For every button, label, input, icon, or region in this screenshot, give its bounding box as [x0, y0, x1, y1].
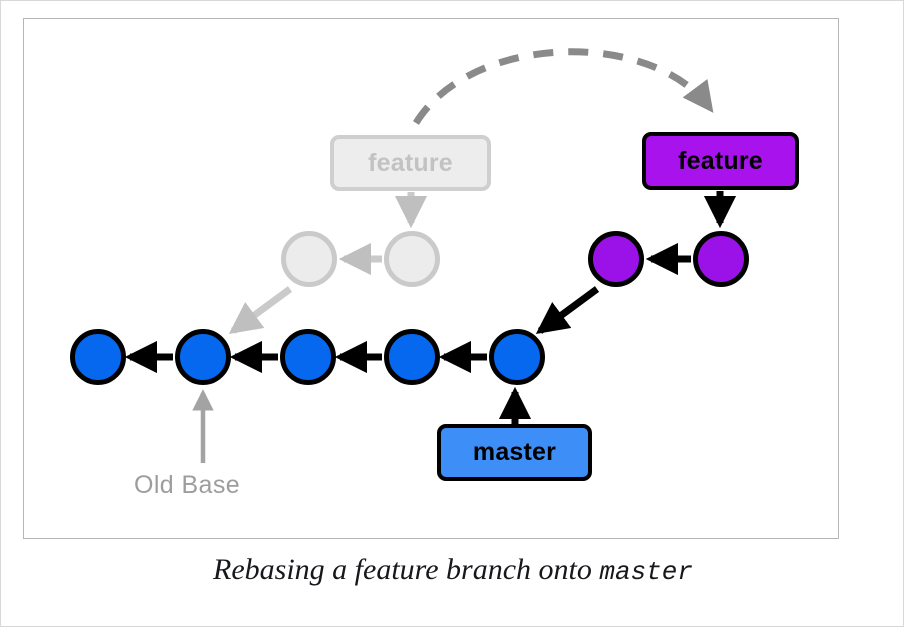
- old-base-annotation: Old Base: [134, 471, 241, 499]
- branch-label-master-text: master: [472, 438, 557, 466]
- branch-label-feature-old: feature: [330, 135, 491, 191]
- commit-node-feature-1[interactable]: [588, 231, 644, 287]
- branch-label-master[interactable]: master: [437, 424, 592, 481]
- commit-node-feature-old-1: [281, 231, 337, 287]
- commit-node-feature-old-2: [384, 231, 440, 287]
- commit-node-master-5[interactable]: [489, 329, 545, 385]
- branch-label-feature-new[interactable]: feature: [642, 132, 799, 190]
- commit-node-feature-2[interactable]: [693, 231, 749, 287]
- commit-node-master-1[interactable]: [70, 329, 126, 385]
- commit-node-master-3[interactable]: [280, 329, 336, 385]
- caption-branch-name: master: [599, 557, 693, 587]
- commit-node-master-4[interactable]: [384, 329, 440, 385]
- caption-prefix-text: Rebasing a feature branch onto: [213, 553, 600, 586]
- figure-caption: Rebasing a feature branch onto master: [1, 553, 904, 587]
- commit-node-master-2[interactable]: [175, 329, 231, 385]
- branch-label-feature-new-text: feature: [678, 146, 763, 175]
- branch-label-feature-old-text: feature: [368, 148, 453, 177]
